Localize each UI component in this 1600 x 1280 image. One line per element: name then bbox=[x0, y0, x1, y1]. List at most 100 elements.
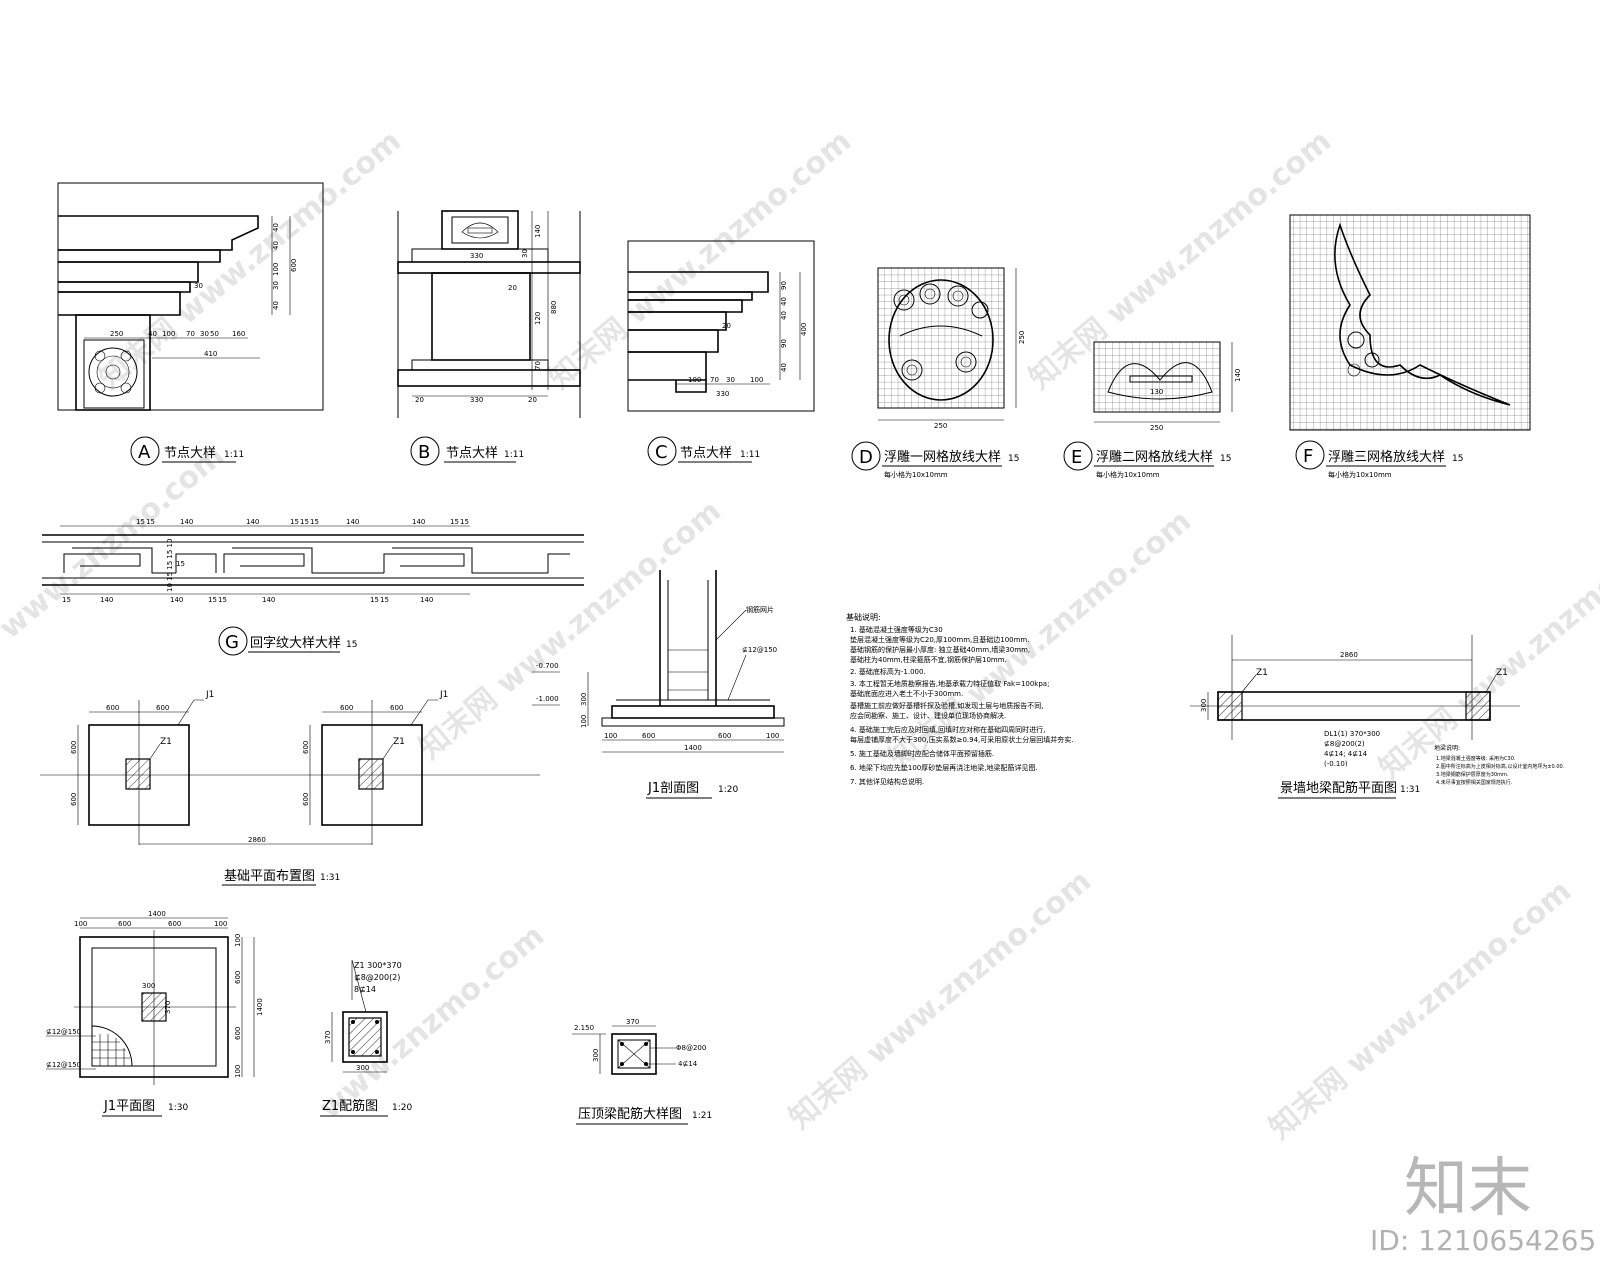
svg-text:140: 140 bbox=[1234, 369, 1242, 382]
svg-text:600: 600 bbox=[390, 704, 403, 712]
svg-text:600: 600 bbox=[118, 920, 131, 928]
svg-text:370: 370 bbox=[164, 1001, 172, 1014]
svg-text:250: 250 bbox=[1150, 424, 1163, 432]
svg-text:300: 300 bbox=[592, 1049, 600, 1062]
svg-text:50: 50 bbox=[210, 330, 219, 338]
svg-text:100: 100 bbox=[234, 1065, 242, 1078]
svg-text:⊈8@200(2): ⊈8@200(2) bbox=[1324, 740, 1365, 748]
j1-section-title: J1剖面图 bbox=[647, 781, 699, 796]
svg-text:600: 600 bbox=[70, 793, 78, 806]
svg-text:40: 40 bbox=[272, 223, 280, 232]
svg-text:100: 100 bbox=[74, 920, 87, 928]
svg-text:基础说明:: 基础说明: bbox=[846, 612, 881, 622]
detail-c: 90 40 40 400 90 40 20 100 70 30 100 330 … bbox=[627, 240, 815, 466]
svg-text:410: 410 bbox=[204, 350, 217, 358]
svg-text:地梁说明:: 地梁说明: bbox=[1434, 744, 1460, 752]
svg-text:1400: 1400 bbox=[256, 998, 264, 1016]
svg-text:40: 40 bbox=[780, 297, 788, 306]
svg-text:20: 20 bbox=[528, 396, 537, 404]
svg-text:8⊈14: 8⊈14 bbox=[354, 985, 376, 994]
foundation-plan: 600 600 600 600 600 600 600 600 J1 J1 Z1… bbox=[40, 690, 540, 886]
svg-text:15: 15 bbox=[300, 518, 309, 526]
svg-text:1:20: 1:20 bbox=[392, 1103, 412, 1113]
detail-a-title: 节点大样 bbox=[164, 446, 216, 461]
svg-text:DL1(1) 370*300: DL1(1) 370*300 bbox=[1324, 730, 1380, 738]
svg-text:知末: 知末 bbox=[1404, 1152, 1532, 1226]
svg-text:10 15 15 15 10: 10 15 15 15 10 bbox=[166, 539, 174, 592]
svg-text:140: 140 bbox=[346, 518, 359, 526]
svg-text:30: 30 bbox=[194, 282, 203, 290]
detail-f: F 浮雕三网格放线大样 15 每小格为10x10mm bbox=[1289, 214, 1531, 479]
svg-text:100: 100 bbox=[234, 934, 242, 947]
svg-text:600: 600 bbox=[302, 793, 310, 806]
svg-text:15: 15 bbox=[136, 518, 145, 526]
svg-text:垫层混凝土强度等级为C20,厚100mm,且基础边100mm: 垫层混凝土强度等级为C20,厚100mm,且基础边100mm. bbox=[850, 635, 1029, 644]
svg-text:每小格为10x10mm: 每小格为10x10mm bbox=[884, 470, 948, 479]
svg-text:15: 15 bbox=[1220, 454, 1231, 464]
svg-text:30: 30 bbox=[272, 281, 280, 290]
svg-text:Z1: Z1 bbox=[1256, 668, 1268, 678]
svg-text:600: 600 bbox=[168, 920, 181, 928]
svg-text:Φ8@200: Φ8@200 bbox=[676, 1044, 706, 1052]
svg-text:Z1: Z1 bbox=[393, 737, 405, 747]
svg-text:知末网 www.znzmo.com: 知末网 www.znzmo.com bbox=[543, 124, 858, 397]
svg-text:160: 160 bbox=[232, 330, 245, 338]
brand-logo: 知末 ID: 1210654265 bbox=[1370, 1152, 1596, 1257]
svg-text:1400: 1400 bbox=[148, 910, 166, 918]
svg-text:4⊈14: 4⊈14 bbox=[678, 1060, 698, 1068]
svg-text:-1.000: -1.000 bbox=[536, 695, 559, 703]
beam-plan: 2860 Z1 Z1 300 DL1(1) 370*300 ⊈8@200(2) … bbox=[1190, 635, 1565, 799]
svg-text:1:31: 1:31 bbox=[1400, 785, 1420, 795]
svg-text:100: 100 bbox=[214, 920, 227, 928]
svg-text:每层虚铺厚度不大于300,压实系数≥0.94,可采用原状土分: 每层虚铺厚度不大于300,压实系数≥0.94,可采用原状土分层回填并夯实. bbox=[850, 735, 1074, 744]
svg-text:G: G bbox=[225, 632, 239, 653]
cap-beam-title: 压顶梁配筋大样图 bbox=[578, 1106, 682, 1122]
svg-text:⊈12@150: ⊈12@150 bbox=[46, 1061, 81, 1069]
detail-c-title: 节点大样 bbox=[680, 446, 732, 461]
svg-text:30: 30 bbox=[200, 330, 209, 338]
svg-text:每小格为10x10mm: 每小格为10x10mm bbox=[1096, 470, 1160, 479]
svg-text:E: E bbox=[1071, 447, 1082, 468]
svg-text:330: 330 bbox=[470, 252, 483, 260]
foundation-plan-title: 基础平面布置图 bbox=[224, 869, 315, 884]
svg-text:15: 15 bbox=[346, 640, 357, 650]
svg-text:120: 120 bbox=[534, 312, 542, 325]
j1-plan: 1400 100 600 600 100 300 370 100 600 600… bbox=[46, 910, 264, 1117]
svg-text:(-0.10): (-0.10) bbox=[1324, 760, 1348, 768]
detail-d-title: 浮雕一网格放线大样 bbox=[884, 449, 1001, 465]
svg-text:应会同勘察、施工、设计、建设单位现场协商解决.: 应会同勘察、施工、设计、建设单位现场协商解决. bbox=[850, 711, 1006, 720]
svg-text:600: 600 bbox=[106, 704, 119, 712]
svg-text:300: 300 bbox=[356, 1064, 369, 1072]
svg-text:100: 100 bbox=[766, 732, 779, 740]
svg-text:2860: 2860 bbox=[248, 836, 266, 844]
svg-text:15: 15 bbox=[370, 596, 379, 604]
svg-text:⊈8@200(2): ⊈8@200(2) bbox=[354, 973, 400, 982]
svg-text:15: 15 bbox=[208, 596, 217, 604]
svg-text:140: 140 bbox=[262, 596, 275, 604]
svg-text:20: 20 bbox=[415, 396, 424, 404]
svg-text:140: 140 bbox=[170, 596, 183, 604]
svg-text:70: 70 bbox=[186, 330, 195, 338]
svg-text:140: 140 bbox=[412, 518, 425, 526]
svg-text:1.地梁混凝土强度等级: 采用为C30.: 1.地梁混凝土强度等级: 采用为C30. bbox=[1436, 755, 1516, 762]
svg-text:70: 70 bbox=[710, 376, 719, 384]
svg-text:330: 330 bbox=[716, 390, 729, 398]
detail-f-title: 浮雕三网格放线大样 bbox=[1328, 449, 1445, 465]
detail-a: 250 40 100 70 30 50 160 410 40 40 100 30… bbox=[57, 182, 324, 466]
detail-b-title: 节点大样 bbox=[446, 446, 498, 461]
svg-text:330: 330 bbox=[470, 396, 483, 404]
svg-text:钢筋网片: 钢筋网片 bbox=[746, 605, 774, 614]
detail-g: 15 15 140 140 15 15 15 140 140 15 15 15 … bbox=[42, 518, 584, 656]
svg-text:15: 15 bbox=[218, 596, 227, 604]
svg-text:2.150: 2.150 bbox=[574, 1024, 594, 1032]
detail-a-marker bbox=[130, 436, 160, 466]
svg-text:⊈12@150: ⊈12@150 bbox=[46, 1028, 81, 1036]
svg-text:1:11: 1:11 bbox=[504, 450, 524, 460]
svg-text:知末网 www.znzmo.com: 知末网 www.znzmo.com bbox=[1373, 514, 1600, 787]
svg-text:2. 基础底标高为-1.000.: 2. 基础底标高为-1.000. bbox=[850, 667, 926, 676]
svg-text:140: 140 bbox=[180, 518, 193, 526]
svg-text:400: 400 bbox=[800, 323, 808, 336]
svg-text:140: 140 bbox=[534, 225, 542, 238]
svg-text:600: 600 bbox=[302, 741, 310, 754]
svg-text:2.图中所注标高为上皮相对标高,以设计室内地坪为±0.00.: 2.图中所注标高为上皮相对标高,以设计室内地坪为±0.00. bbox=[1436, 763, 1565, 770]
